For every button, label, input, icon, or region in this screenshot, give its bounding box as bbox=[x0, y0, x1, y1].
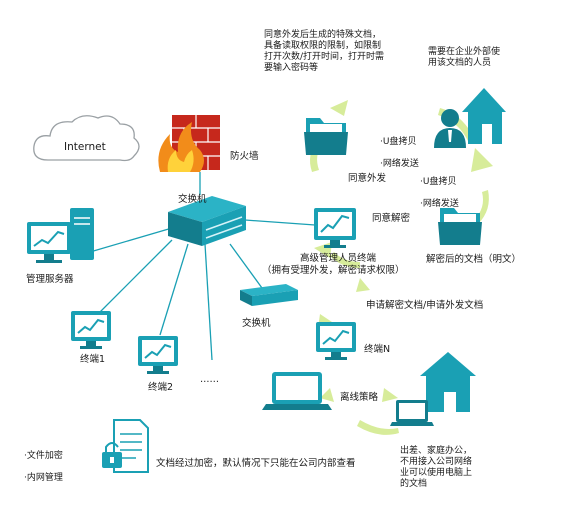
folder-icon-outgoing bbox=[304, 118, 348, 155]
approve-decrypt-label: 同意解密 bbox=[372, 213, 411, 224]
small-switch-label: 交换机 bbox=[242, 318, 271, 329]
offline-policy-label: 离线策略 bbox=[340, 392, 379, 403]
encrypted-document-icon bbox=[102, 419, 149, 473]
terminal-2-label: 终端2 bbox=[148, 382, 174, 393]
feature-file-encryption: 文件加密 bbox=[24, 451, 63, 462]
feature-list: 文件加密 内网管理 bbox=[24, 440, 63, 495]
management-server-icon bbox=[27, 208, 94, 263]
management-server-label: 管理服务器 bbox=[26, 274, 74, 285]
external-user-label: 需要在企业外部使 用该文档的人员 bbox=[428, 47, 501, 68]
outgoing-methods-1: U盘拷贝 网络发送 bbox=[380, 126, 419, 181]
senior-terminal-icon bbox=[314, 208, 356, 248]
approve-send-label: 同意外发 bbox=[348, 173, 387, 184]
outgoing-usb-copy-2: U盘拷贝 bbox=[420, 177, 459, 188]
small-switch-icon bbox=[240, 284, 298, 306]
internet-cloud-icon bbox=[33, 115, 140, 162]
firewall-label: 防火墙 bbox=[230, 151, 259, 162]
terminal-n-icon bbox=[316, 322, 356, 360]
external-user-house-icon bbox=[434, 88, 506, 148]
network-links bbox=[89, 172, 316, 361]
firewall-icon bbox=[158, 115, 220, 172]
senior-terminal-label: 高级管理人员终端 bbox=[300, 253, 377, 264]
outgoing-network-send-1: 网络发送 bbox=[380, 159, 419, 170]
special-doc-note: 同意外发后生成的特殊文档， 具备读取权限的限制，如限制 打开次数/打开时间，打开… bbox=[264, 30, 385, 73]
outgoing-usb-copy-1: U盘拷贝 bbox=[380, 137, 419, 148]
terminal-n-label: 终端N bbox=[364, 344, 391, 355]
outgoing-methods-2: U盘拷贝 网络发送 bbox=[420, 166, 459, 221]
terminal-2-icon bbox=[138, 336, 178, 374]
terminal-1-icon bbox=[71, 311, 111, 349]
laptop-icon bbox=[262, 372, 332, 410]
folder-icon-decrypted bbox=[438, 208, 482, 245]
main-switch-icon bbox=[168, 196, 246, 246]
main-switch-label: 交换机 bbox=[178, 194, 207, 205]
terminal-1-label: 终端1 bbox=[80, 354, 106, 365]
request-label: 申请解密文档/申请外发文档 bbox=[366, 300, 484, 311]
feature-intranet-management: 内网管理 bbox=[24, 473, 63, 484]
internet-label: Internet bbox=[64, 141, 106, 153]
decrypted-doc-label: 解密后的文档（明文） bbox=[426, 254, 522, 265]
outgoing-network-send-2: 网络发送 bbox=[420, 199, 459, 210]
ellipsis-label: …… bbox=[200, 374, 219, 385]
senior-terminal-permission: （拥有受理外发，解密请求权限） bbox=[262, 265, 405, 276]
encrypted-doc-note: 文档经过加密，默认情况下只能在公司内部查看 bbox=[156, 458, 356, 469]
offline-user-label: 出差、家庭办公， 不用接入公司网络 业可以使用电脑上 的文档 bbox=[400, 446, 473, 489]
home-office-icon bbox=[390, 352, 476, 426]
